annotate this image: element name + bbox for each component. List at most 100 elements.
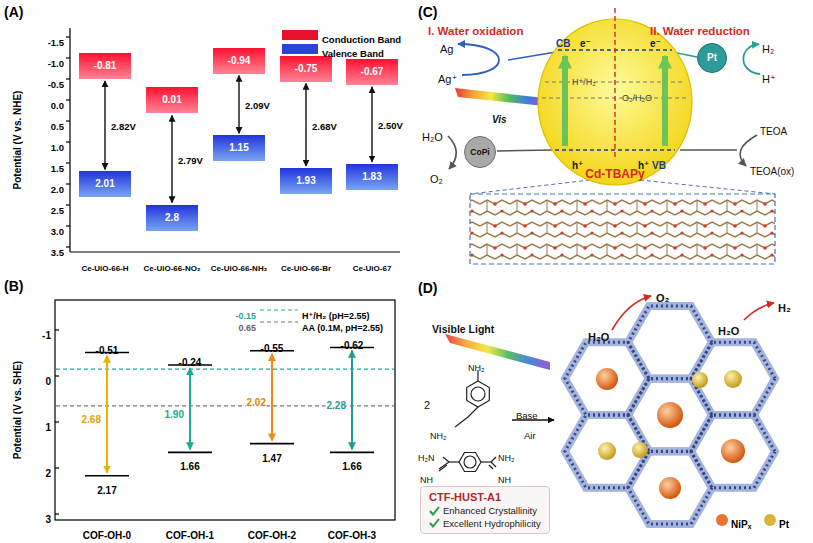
panel-letter: (B) xyxy=(4,278,23,294)
tick-label: 3.0 xyxy=(51,226,64,237)
material-card: CTF-HUST-A1Enhanced CrystallinityExcelle… xyxy=(420,486,550,534)
reaction-condition: Base xyxy=(516,410,538,421)
tick-label: 2 xyxy=(45,468,51,479)
light-label: Visible Light xyxy=(432,323,494,335)
node-label: -0.81 xyxy=(94,60,117,72)
band-edge-value: -0.51 xyxy=(96,345,119,356)
category-label: COF-OH-2 xyxy=(248,530,296,541)
legend-swatch xyxy=(282,44,318,54)
valence-band-box: 1.93 xyxy=(280,168,332,194)
species-label: H₂ xyxy=(762,43,774,55)
node-note: Excellent Hydrophilicity xyxy=(429,518,541,529)
band-gap-arrow xyxy=(104,81,105,169)
node-label: -0.94 xyxy=(228,55,251,67)
node-label: 1.83 xyxy=(362,171,381,183)
node-label: CoPi xyxy=(470,147,489,157)
legend-text: AA (0.1M, pH=2.55) xyxy=(302,323,383,333)
panel-letter: (A) xyxy=(4,4,23,20)
band-edge-value: -0.24 xyxy=(179,357,202,368)
band-gap-arrow xyxy=(171,115,172,202)
band-gap-label: 2.09V xyxy=(244,101,271,112)
category-label: Ce-UiO-66-Br xyxy=(281,264,331,273)
potential-level-label: H⁺/H₂ xyxy=(572,77,596,87)
band-label: CB xyxy=(556,38,570,49)
panel-letter: (C) xyxy=(418,4,437,20)
category-label: Ce-UiO-67 xyxy=(353,264,392,273)
chemical-group: NH xyxy=(498,475,511,485)
section-title: I. Water oxidation xyxy=(428,25,523,37)
node-label: 2.01 xyxy=(95,178,114,190)
band-edge-value: 1.66 xyxy=(342,461,361,472)
tick-label: 3 xyxy=(45,514,51,525)
node-label: Cd-TBAPy xyxy=(585,167,644,181)
species-label: Ag⁺ xyxy=(438,73,457,85)
node-label: 1.15 xyxy=(229,142,248,154)
valence-band-box: 1.83 xyxy=(346,164,398,190)
tick-label: 0 xyxy=(45,376,51,387)
band-gap-value: 2.28 xyxy=(326,400,347,411)
legend-text: Pt xyxy=(779,519,789,530)
conduction-band-box: -0.94 xyxy=(213,48,265,74)
category-label: COF-OH-3 xyxy=(328,530,376,541)
node-label: 0.01 xyxy=(162,94,181,106)
carrier-label: h⁺ xyxy=(572,160,583,171)
species-label: O₂ xyxy=(656,292,669,304)
potential-value: 0.65 xyxy=(238,323,256,333)
node-note: Enhanced Crystallinity xyxy=(429,505,537,516)
band-gap-label: 2.68V xyxy=(311,121,338,132)
chemical-group: NH₂ xyxy=(468,363,485,373)
band-edge-value: 2.17 xyxy=(97,485,116,496)
node-label: CTF-HUST-A1 xyxy=(429,491,501,504)
tick-label: 1 xyxy=(45,422,51,433)
node-label: Pt xyxy=(707,52,717,64)
node-label: -0.75 xyxy=(295,63,318,75)
chemical-group: NH₂ xyxy=(430,431,447,441)
category-label: Ce-UiO-66-NO₂ xyxy=(144,264,201,273)
tick-label: 3.5 xyxy=(51,247,64,258)
tick-label: -1.0 xyxy=(48,58,64,69)
potential-value: -0.15 xyxy=(235,311,256,321)
tick-label: 2.0 xyxy=(51,184,64,195)
section-title: II. Water reduction xyxy=(650,25,750,37)
band-edge-value: -0.55 xyxy=(261,343,284,354)
node-label: 2.8 xyxy=(165,212,179,224)
band-gap-label: 2.79V xyxy=(177,155,204,166)
species-label: H⁺ xyxy=(762,73,776,85)
legend-text: NiPₓ xyxy=(731,519,751,530)
band-gap-label: 2.50V xyxy=(377,121,404,132)
band-gap-arrow xyxy=(238,76,239,134)
species-label: H₂ xyxy=(778,302,791,314)
band-gap-value: 2.68 xyxy=(81,414,102,425)
species-label: H₂O xyxy=(588,331,609,343)
carrier-label: e⁻ xyxy=(650,38,661,49)
conduction-band-box: -0.67 xyxy=(346,59,398,85)
legend-line-sample xyxy=(260,319,298,325)
panel-letter: (D) xyxy=(418,280,437,296)
potential-level-label: O₂/H₂O xyxy=(622,93,652,103)
band-gap-arrow xyxy=(371,87,372,162)
tick-label: 1.5 xyxy=(51,163,64,174)
carrier-label: e⁻ xyxy=(580,38,591,49)
category-label: COF-OH-0 xyxy=(83,530,131,541)
legend-swatch xyxy=(716,514,728,526)
legend-line-sample xyxy=(260,307,298,313)
carrier-label: h⁺ xyxy=(638,160,649,171)
species-label: H₂O xyxy=(718,325,739,337)
valence-band-box: 2.01 xyxy=(79,171,131,197)
tick-label: -0.5 xyxy=(48,79,64,90)
node-label: -0.67 xyxy=(361,66,384,78)
species-label: Ag xyxy=(440,43,453,55)
tick-label: -1 xyxy=(42,330,51,341)
band-edge-value: 1.47 xyxy=(262,453,281,464)
band-edge-value: 1.66 xyxy=(180,461,199,472)
stoichiometry-number: 2 xyxy=(424,399,430,411)
band-label: VB xyxy=(652,160,666,171)
species-label: H₂O xyxy=(422,131,443,143)
cocatalyst-circle: Pt xyxy=(697,43,727,73)
cocatalyst-circle: CoPi xyxy=(464,136,496,168)
legend-text: H⁺/H₂ (pH=2.55) xyxy=(302,311,370,321)
species-label: TEOA(ox) xyxy=(750,166,794,177)
band-gap-value: 1.90 xyxy=(164,409,185,420)
category-label: Ce-UiO-66-H xyxy=(81,264,128,273)
tick-label: 0.0 xyxy=(51,100,64,111)
